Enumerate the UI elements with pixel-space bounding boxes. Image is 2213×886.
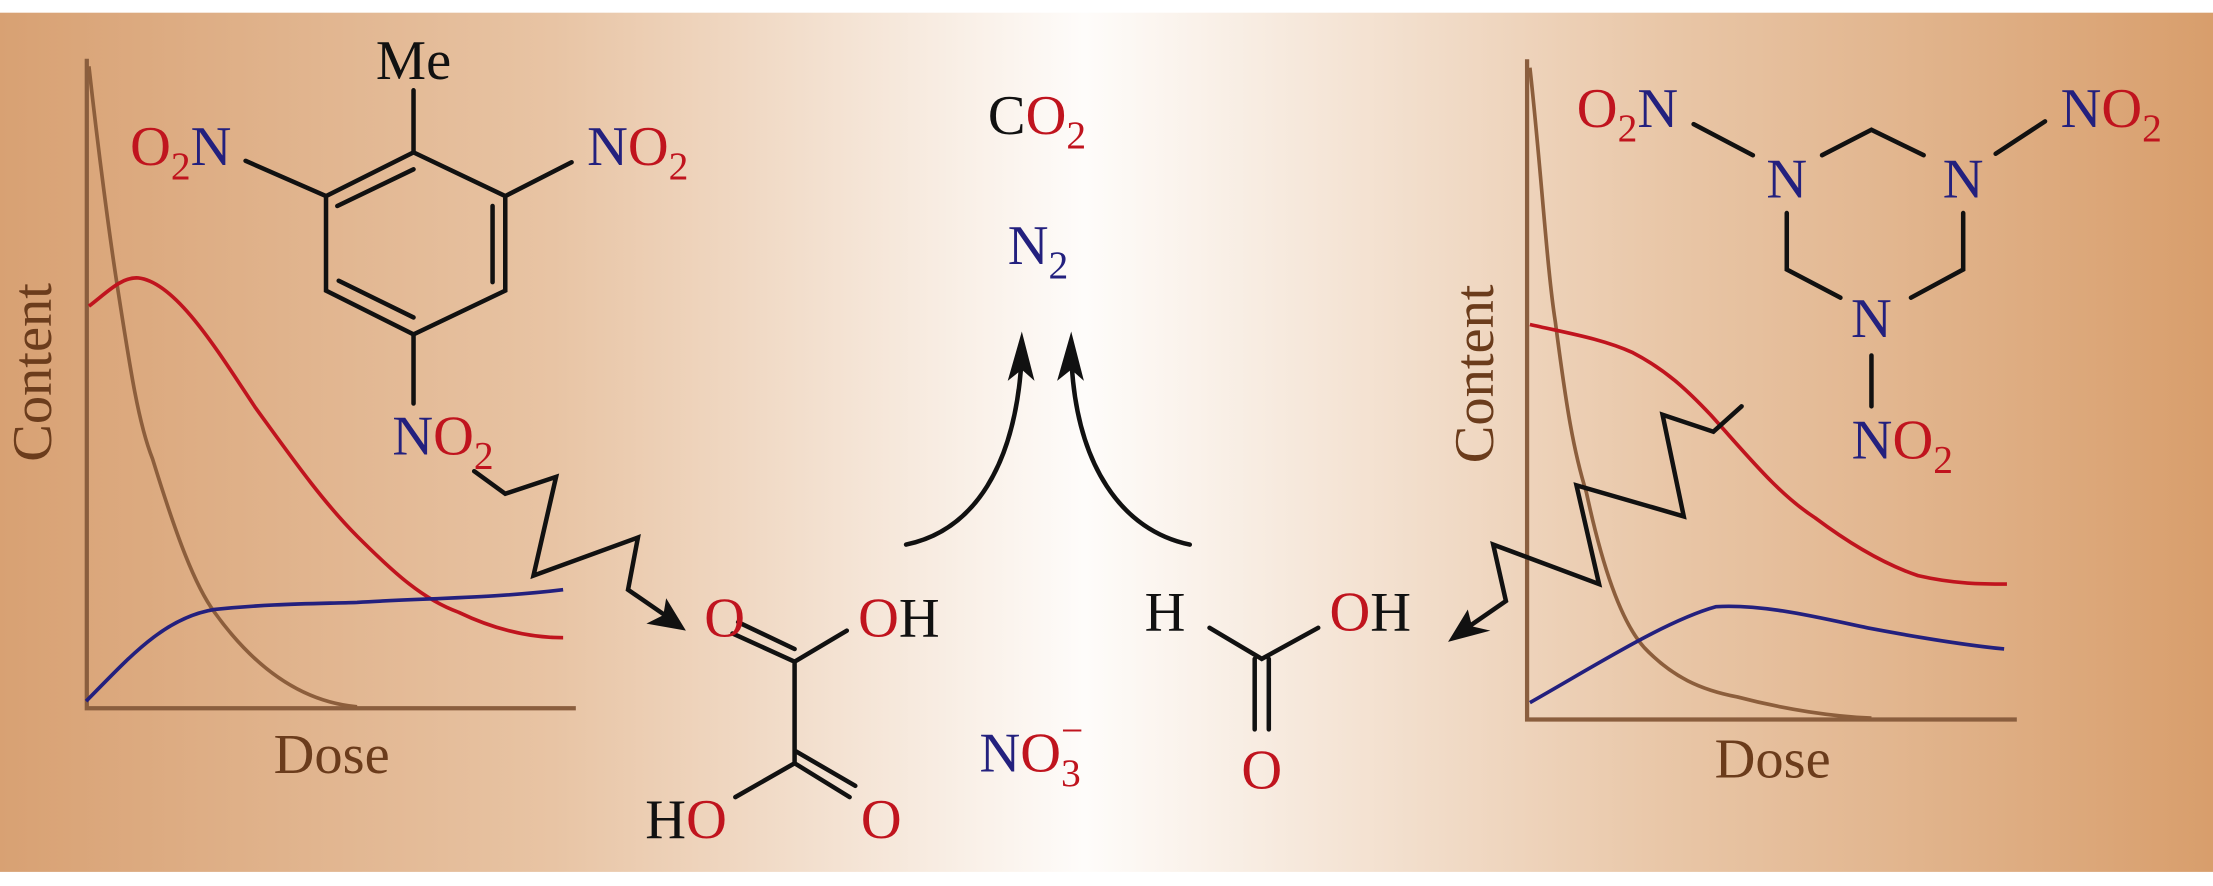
n2-label: N2 xyxy=(1008,215,1069,287)
left-curve-red xyxy=(87,276,564,640)
tnt-methyl: Me xyxy=(376,30,451,92)
svg-text:HO: HO xyxy=(645,789,727,851)
mineralization-arrows xyxy=(903,331,1193,547)
svg-text:OH: OH xyxy=(1329,582,1411,644)
right-radiolysis-arrow xyxy=(1448,404,1744,642)
arrowhead-icon xyxy=(1448,609,1491,642)
right-curve-rdx xyxy=(1528,67,1872,720)
svg-text:O: O xyxy=(1241,740,1282,802)
left-curve-tnt xyxy=(87,66,358,709)
co2-label: CO2 xyxy=(988,85,1086,157)
right-curve-red xyxy=(1529,322,2007,586)
right-plot: Dose Content xyxy=(1444,59,2017,790)
left-curve-blue xyxy=(84,587,564,703)
svg-text:O: O xyxy=(704,587,745,649)
left-ylabel: Content xyxy=(2,283,64,462)
svg-text:N: N xyxy=(1851,288,1892,350)
rdx-left-nitro: O2N xyxy=(1577,78,1678,150)
left-y-axis xyxy=(84,58,576,711)
right-curve-blue xyxy=(1529,604,2005,705)
svg-text:O: O xyxy=(861,789,902,851)
svg-text:N: N xyxy=(1943,149,1984,211)
rdx-molecule: N N N O2N NO2 NO2 xyxy=(1577,78,2162,482)
left-plot: Dose Content xyxy=(2,58,576,786)
tnt-right-nitro: NO2 xyxy=(587,116,688,188)
tnt-molecule: Me O2N NO2 NO2 xyxy=(130,30,688,477)
arrowhead-icon xyxy=(646,598,686,631)
right-xlabel: Dose xyxy=(1715,728,1831,790)
background xyxy=(0,12,2213,872)
arrowhead-icon xyxy=(1007,331,1035,381)
oxalic-acid: O OH HO O xyxy=(645,587,939,851)
nitrate-label: NO3− xyxy=(979,709,1083,795)
rdx-bottom-nitro: NO2 xyxy=(1852,410,1953,482)
svg-text:N: N xyxy=(1766,149,1807,211)
tnt-bottom-nitro: NO2 xyxy=(392,405,493,477)
svg-text:OH: OH xyxy=(858,587,940,649)
formic-acid: H OH O xyxy=(1145,582,1411,802)
left-radiolysis-arrow xyxy=(471,468,686,631)
arrowhead-icon xyxy=(1057,331,1084,381)
right-ylabel: Content xyxy=(1444,284,1506,463)
tnt-left-nitro: O2N xyxy=(130,116,231,188)
svg-text:H: H xyxy=(1145,582,1186,644)
rdx-right-nitro: NO2 xyxy=(2061,78,2162,150)
right-y-axis xyxy=(1524,59,2017,722)
left-xlabel: Dose xyxy=(274,724,390,786)
